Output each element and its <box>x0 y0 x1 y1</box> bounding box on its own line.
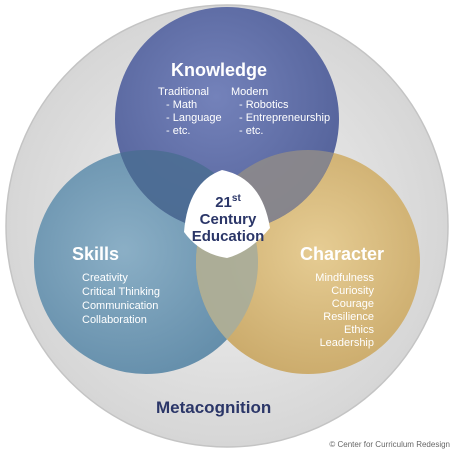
knowledge-modern-item: - Robotics <box>239 99 289 111</box>
knowledge-traditional-item: - etc. <box>166 125 191 137</box>
skills-item: Creativity <box>82 272 128 284</box>
skills-item: Collaboration <box>82 314 147 326</box>
center-line1: 21st <box>188 190 268 211</box>
credit-text: © Center for Curriculum Redesign <box>329 440 450 449</box>
character-item: Ethics <box>344 324 374 336</box>
character-item: Resilience <box>323 311 374 323</box>
metacognition-label: Metacognition <box>156 398 272 417</box>
knowledge-traditional-item: - Language <box>166 112 222 124</box>
character-title: Character <box>300 244 385 264</box>
knowledge-modern-item: - Entrepreneurship <box>239 112 331 124</box>
center-line2: Century <box>199 211 257 228</box>
knowledge-traditional-item: - Math <box>166 99 198 111</box>
knowledge-traditional-heading: Traditional <box>158 86 209 98</box>
skills-item: Critical Thinking <box>82 286 161 298</box>
center-line3: Education <box>191 228 265 245</box>
center-region <box>184 170 270 258</box>
center-number: 21 <box>215 194 232 211</box>
skills-item: Communication <box>82 300 159 312</box>
center-label: 21st Century Education <box>188 190 268 245</box>
skills-title: Skills <box>72 244 120 264</box>
center-superscript: st <box>231 193 241 204</box>
knowledge-modern-heading: Modern <box>231 86 269 98</box>
knowledge-title: Knowledge <box>171 60 268 80</box>
character-item: Curiosity <box>331 285 374 297</box>
character-item: Leadership <box>319 337 374 349</box>
knowledge-modern-item: - etc. <box>239 125 264 137</box>
character-item: Mindfulness <box>315 272 374 284</box>
character-item: Courage <box>331 298 374 310</box>
